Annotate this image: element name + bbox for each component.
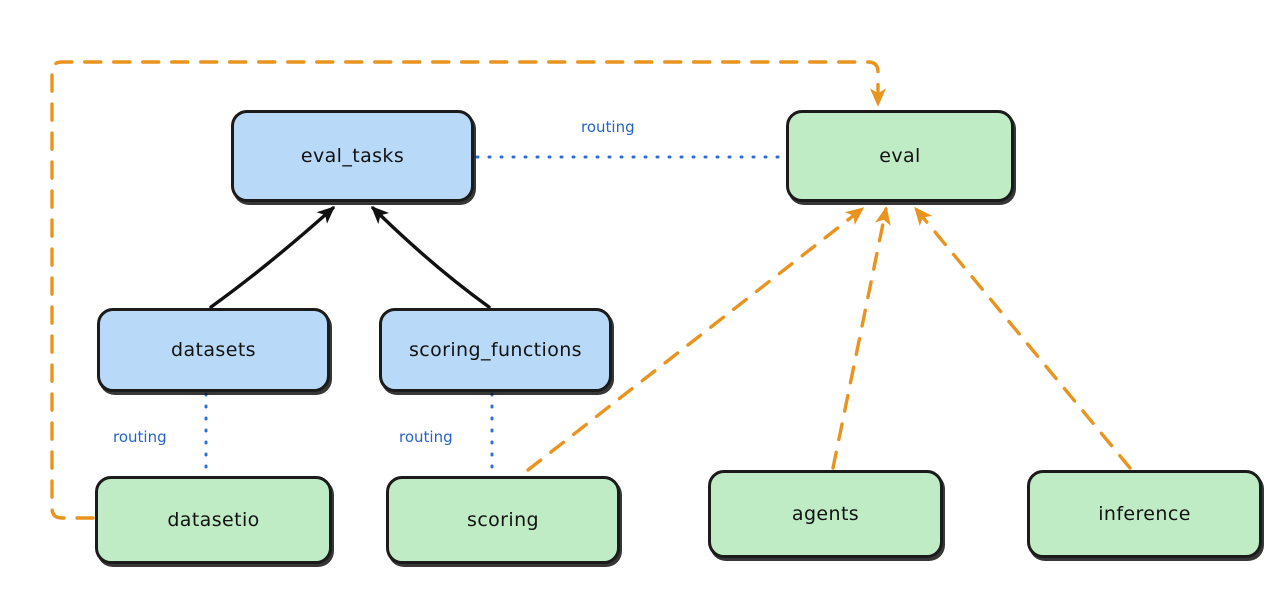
edge-scoring-functions-to-eval-tasks [371,206,491,309]
node-agents[interactable]: agents [708,470,943,558]
edge-label-routing-datasets-datasetio: routing [110,428,170,446]
edge-label-routing-eval-tasks-eval: routing [578,118,638,136]
node-scoring-functions[interactable]: scoring_functions [379,308,612,392]
edge-datasets-to-eval-tasks [209,206,335,309]
node-eval[interactable]: eval [786,110,1014,202]
node-eval-tasks-label: eval_tasks [300,145,405,167]
node-eval-tasks[interactable]: eval_tasks [231,110,474,202]
node-inference[interactable]: inference [1027,470,1262,558]
node-datasetio[interactable]: datasetio [95,476,332,564]
node-datasetio-label: datasetio [167,509,260,531]
node-inference-label: inference [1098,503,1191,525]
node-datasets[interactable]: datasets [97,308,330,392]
node-eval-label: eval [879,145,921,167]
node-datasets-label: datasets [171,339,256,361]
node-scoring-functions-label: scoring_functions [409,339,582,361]
edge-agents-to-eval [831,206,891,470]
node-scoring-label: scoring [467,509,539,531]
edge-label-routing-scoring-functions-scoring: routing [396,428,456,446]
node-scoring[interactable]: scoring [386,476,620,564]
edge-datasetio-to-eval [50,60,887,520]
node-agents-label: agents [791,503,860,525]
edge-inference-to-eval [914,206,1132,470]
edge-scoring-to-eval [526,207,865,472]
